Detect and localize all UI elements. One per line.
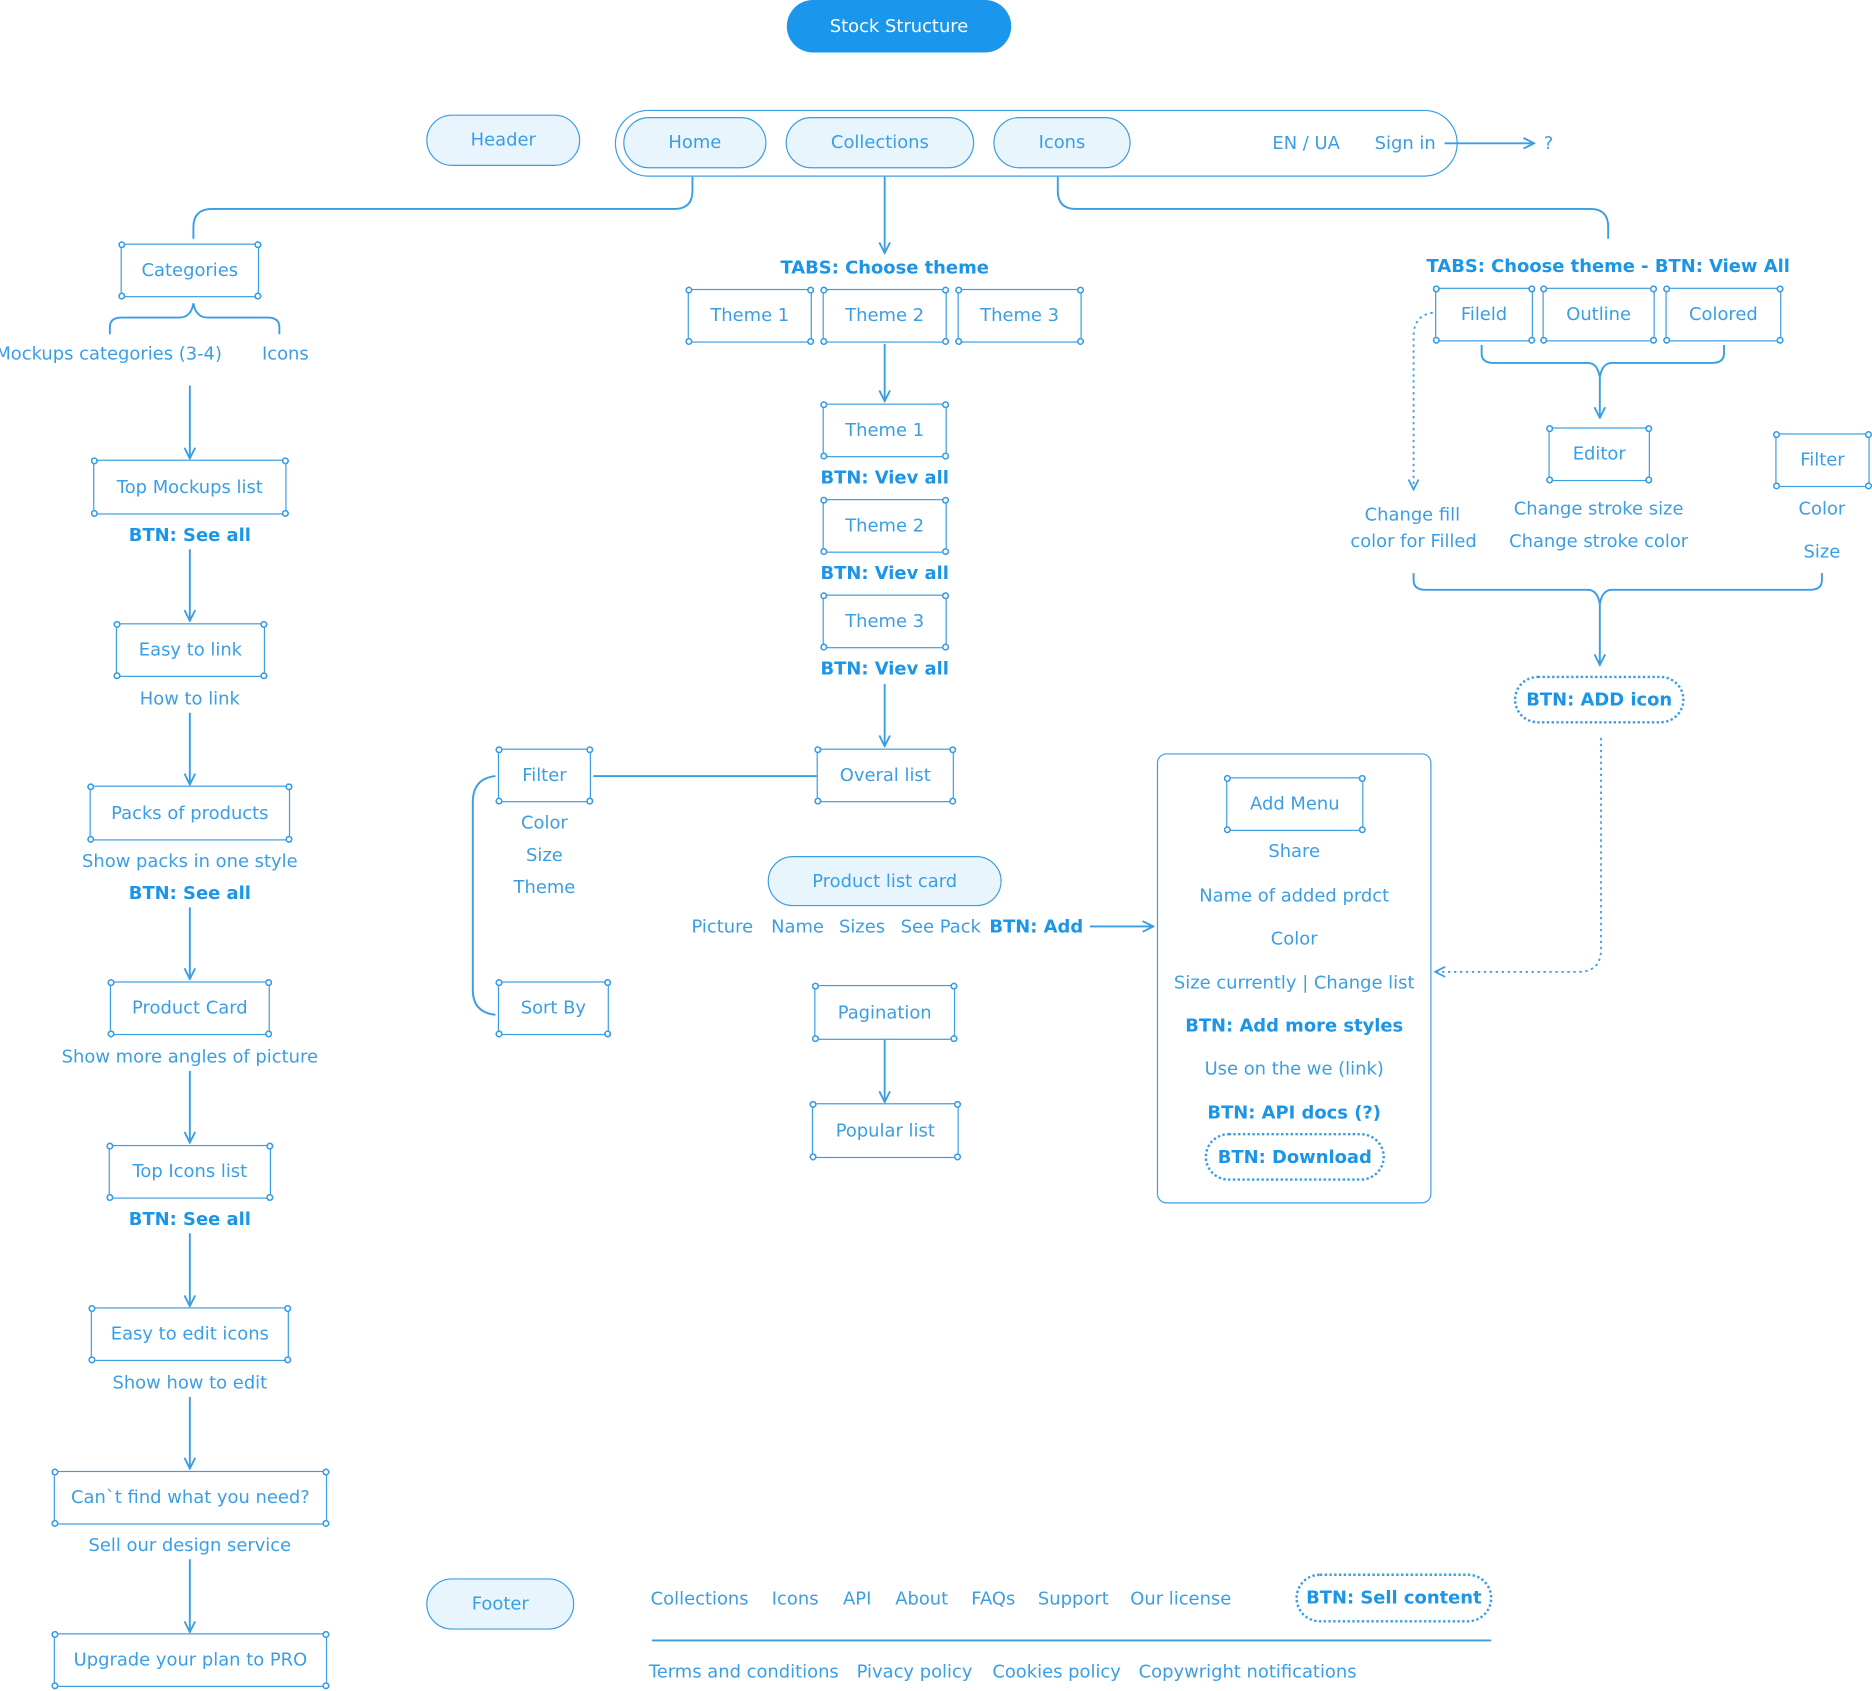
packs-box: Packs of products [85,782,294,845]
sell-content-button[interactable]: BTN: Sell content [1295,1573,1493,1623]
wire-filter-sortby [471,775,496,1016]
add-icon-button[interactable]: BTN: ADD icon [1513,675,1685,724]
footer-legal-copyright[interactable]: Copywright notifications [1138,1660,1357,1682]
footer-link-api[interactable]: API [843,1587,872,1609]
share-link[interactable]: Share [1268,839,1321,862]
categories-box: Categories [117,239,263,301]
easy-link-box: Easy to link [112,619,269,681]
right-filter-color-label: Color [1798,497,1846,519]
change-fill-label-1: Change fill [1364,503,1461,525]
tab-fileld[interactable]: Fileld [1431,284,1537,346]
card-sizes-label: Sizes [838,915,886,937]
language-switch[interactable]: EN / UA [1272,131,1340,154]
tab-theme-3[interactable]: Theme 3 [953,285,1086,347]
see-all-button-3[interactable]: BTN: See all [128,1207,251,1230]
nav-collections-button[interactable]: Collections [785,117,975,169]
api-docs-button[interactable]: BTN: API docs (?) [1207,1101,1381,1123]
top-mockups-box: Top Mockups list [89,456,291,519]
footer-link-collections[interactable]: Collections [650,1587,749,1609]
right-tabs-title: TABS: Choose theme - BTN: View All [1426,254,1790,277]
sort-by-box[interactable]: Sort By [494,977,613,1039]
menu-size-label: Size currently | Change list [1173,971,1415,993]
filter-color-label: Color [521,811,568,833]
theme-3-box: Theme 3 [819,590,951,652]
signin-link[interactable]: Sign in [1374,131,1436,154]
menu-color-label: Color [1270,927,1318,949]
packs-note: Show packs in one style [82,849,298,871]
add-more-styles-button[interactable]: BTN: Add more styles [1185,1014,1404,1036]
viev-all-button-2[interactable]: BTN: Viev all [820,561,949,584]
right-filter-size-label: Size [1803,540,1841,562]
wire-options-brace [1412,573,1823,605]
footer-legal-privacy[interactable]: Pivacy policy [856,1660,973,1682]
card-picture-label: Picture [691,915,754,937]
product-card-box: Product Card [106,977,274,1039]
see-all-button-1[interactable]: BTN: See all [128,523,251,546]
add-menu-panel [1156,753,1432,1204]
viev-all-button-1[interactable]: BTN: Viev all [820,466,949,488]
right-filter-box[interactable]: Filter [1771,429,1872,491]
tab-outline[interactable]: Outline [1538,284,1659,346]
change-stroke-size-label: Change stroke size [1513,497,1684,519]
viev-all-button-3[interactable]: BTN: Viev all [820,657,949,679]
center-tabs-title: TABS: Choose theme [780,256,989,278]
footer-legal-terms[interactable]: Terms and conditions [648,1660,839,1682]
filter-size-label: Size [526,843,563,865]
pagination-box[interactable]: Pagination [810,981,959,1044]
product-card-note: Show more angles of picture [61,1045,318,1067]
wire-tabs-brace [1480,345,1725,378]
nav-home-button[interactable]: Home [623,117,767,169]
tab-theme-1[interactable]: Theme 1 [684,285,816,347]
change-fill-label-2: color for Filled [1350,529,1477,551]
footer-legal-cookies[interactable]: Cookies policy [992,1660,1121,1682]
wire-fileld-changefill [1414,311,1433,490]
wire-home-categories [192,176,694,239]
nav-icons-button[interactable]: Icons [993,117,1131,169]
theme-2-box: Theme 2 [819,495,951,557]
question-mark: ? [1543,131,1554,154]
editor-box: Editor [1544,423,1654,485]
overal-list-box: Overal list [813,744,958,806]
header-nav-bar [614,109,1458,177]
footer-link-support[interactable]: Support [1037,1587,1109,1609]
tab-theme-2[interactable]: Theme 2 [819,285,951,347]
footer-link-icons[interactable]: Icons [771,1587,819,1609]
card-name-label: Name [771,915,824,937]
download-button[interactable]: BTN: Download [1204,1133,1385,1181]
footer-link-faqs[interactable]: FAQs [971,1587,1016,1609]
popular-list-box: Popular list [808,1099,963,1162]
filter-box[interactable]: Filter [494,744,595,806]
header-pill: Header [426,114,581,166]
cant-find-note: Sell our design service [88,1533,292,1556]
mockups-categories-label: Mockups categories (3-4) [0,342,222,364]
filter-theme-label: Theme [513,875,576,898]
footer-link-about[interactable]: About [895,1587,949,1609]
theme-1-box: Theme 1 [819,399,951,461]
see-all-button-2[interactable]: BTN: See all [128,881,251,904]
tab-colored[interactable]: Colored [1661,284,1785,346]
cant-find-box: Can`t find what you need? [50,1467,331,1529]
page-title: Stock Structure [786,0,1012,53]
icons-category-label: Icons [261,342,309,364]
product-list-card-pill: Product list card [767,856,1002,907]
wire-categories-brace [108,303,281,335]
use-on-web-link[interactable]: Use on the we (link) [1204,1057,1384,1079]
easy-edit-box: Easy to edit icons [87,1303,293,1365]
change-stroke-color-label: Change stroke color [1509,529,1689,551]
footer-pill: Footer [426,1578,575,1630]
upgrade-box: Upgrade your plan to PRO [50,1629,331,1691]
how-to-link-label: How to link [139,687,240,709]
easy-edit-note: Show how to edit [112,1371,268,1393]
wire-icons-tabs [1056,176,1610,239]
product-name-label: Name of added prdct [1199,884,1390,906]
add-menu-title-box: Add Menu [1222,773,1368,835]
top-icons-box: Top Icons list [105,1141,275,1203]
footer-link-license[interactable]: Our license [1130,1587,1232,1609]
card-see-pack-link[interactable]: See Pack [900,915,981,937]
wire-addicon-menu [1435,737,1602,972]
card-add-button[interactable]: BTN: Add [989,915,1084,937]
